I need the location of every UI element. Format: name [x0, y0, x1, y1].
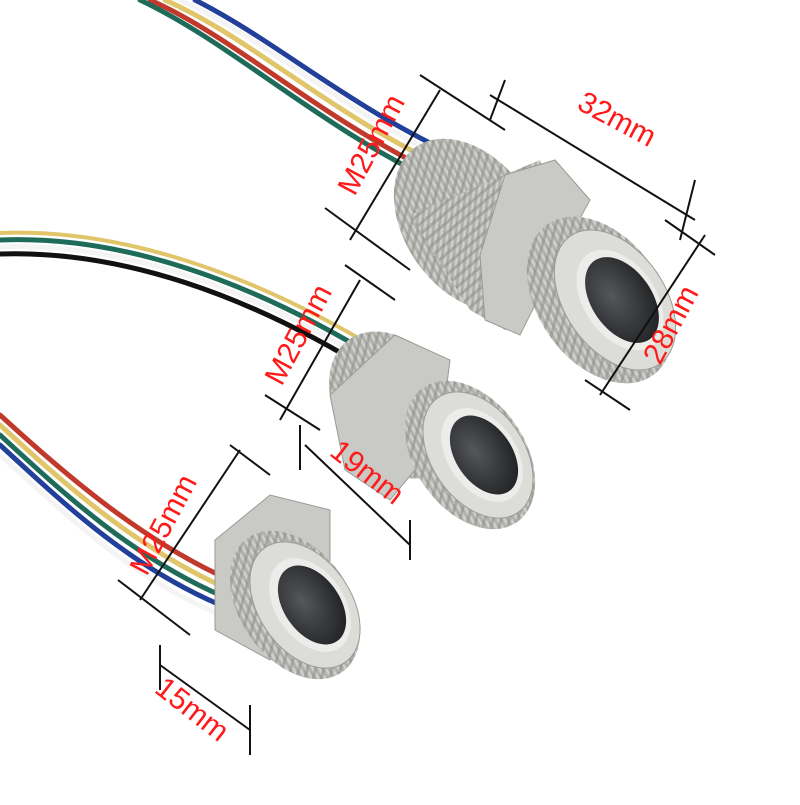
wire-bundle-small [0, 412, 233, 615]
fingerprint-module-large [393, 138, 677, 384]
fingerprint-module-medium [328, 331, 536, 530]
fingerprint-module-small [214, 494, 361, 680]
dimension-lines [117, 74, 716, 755]
